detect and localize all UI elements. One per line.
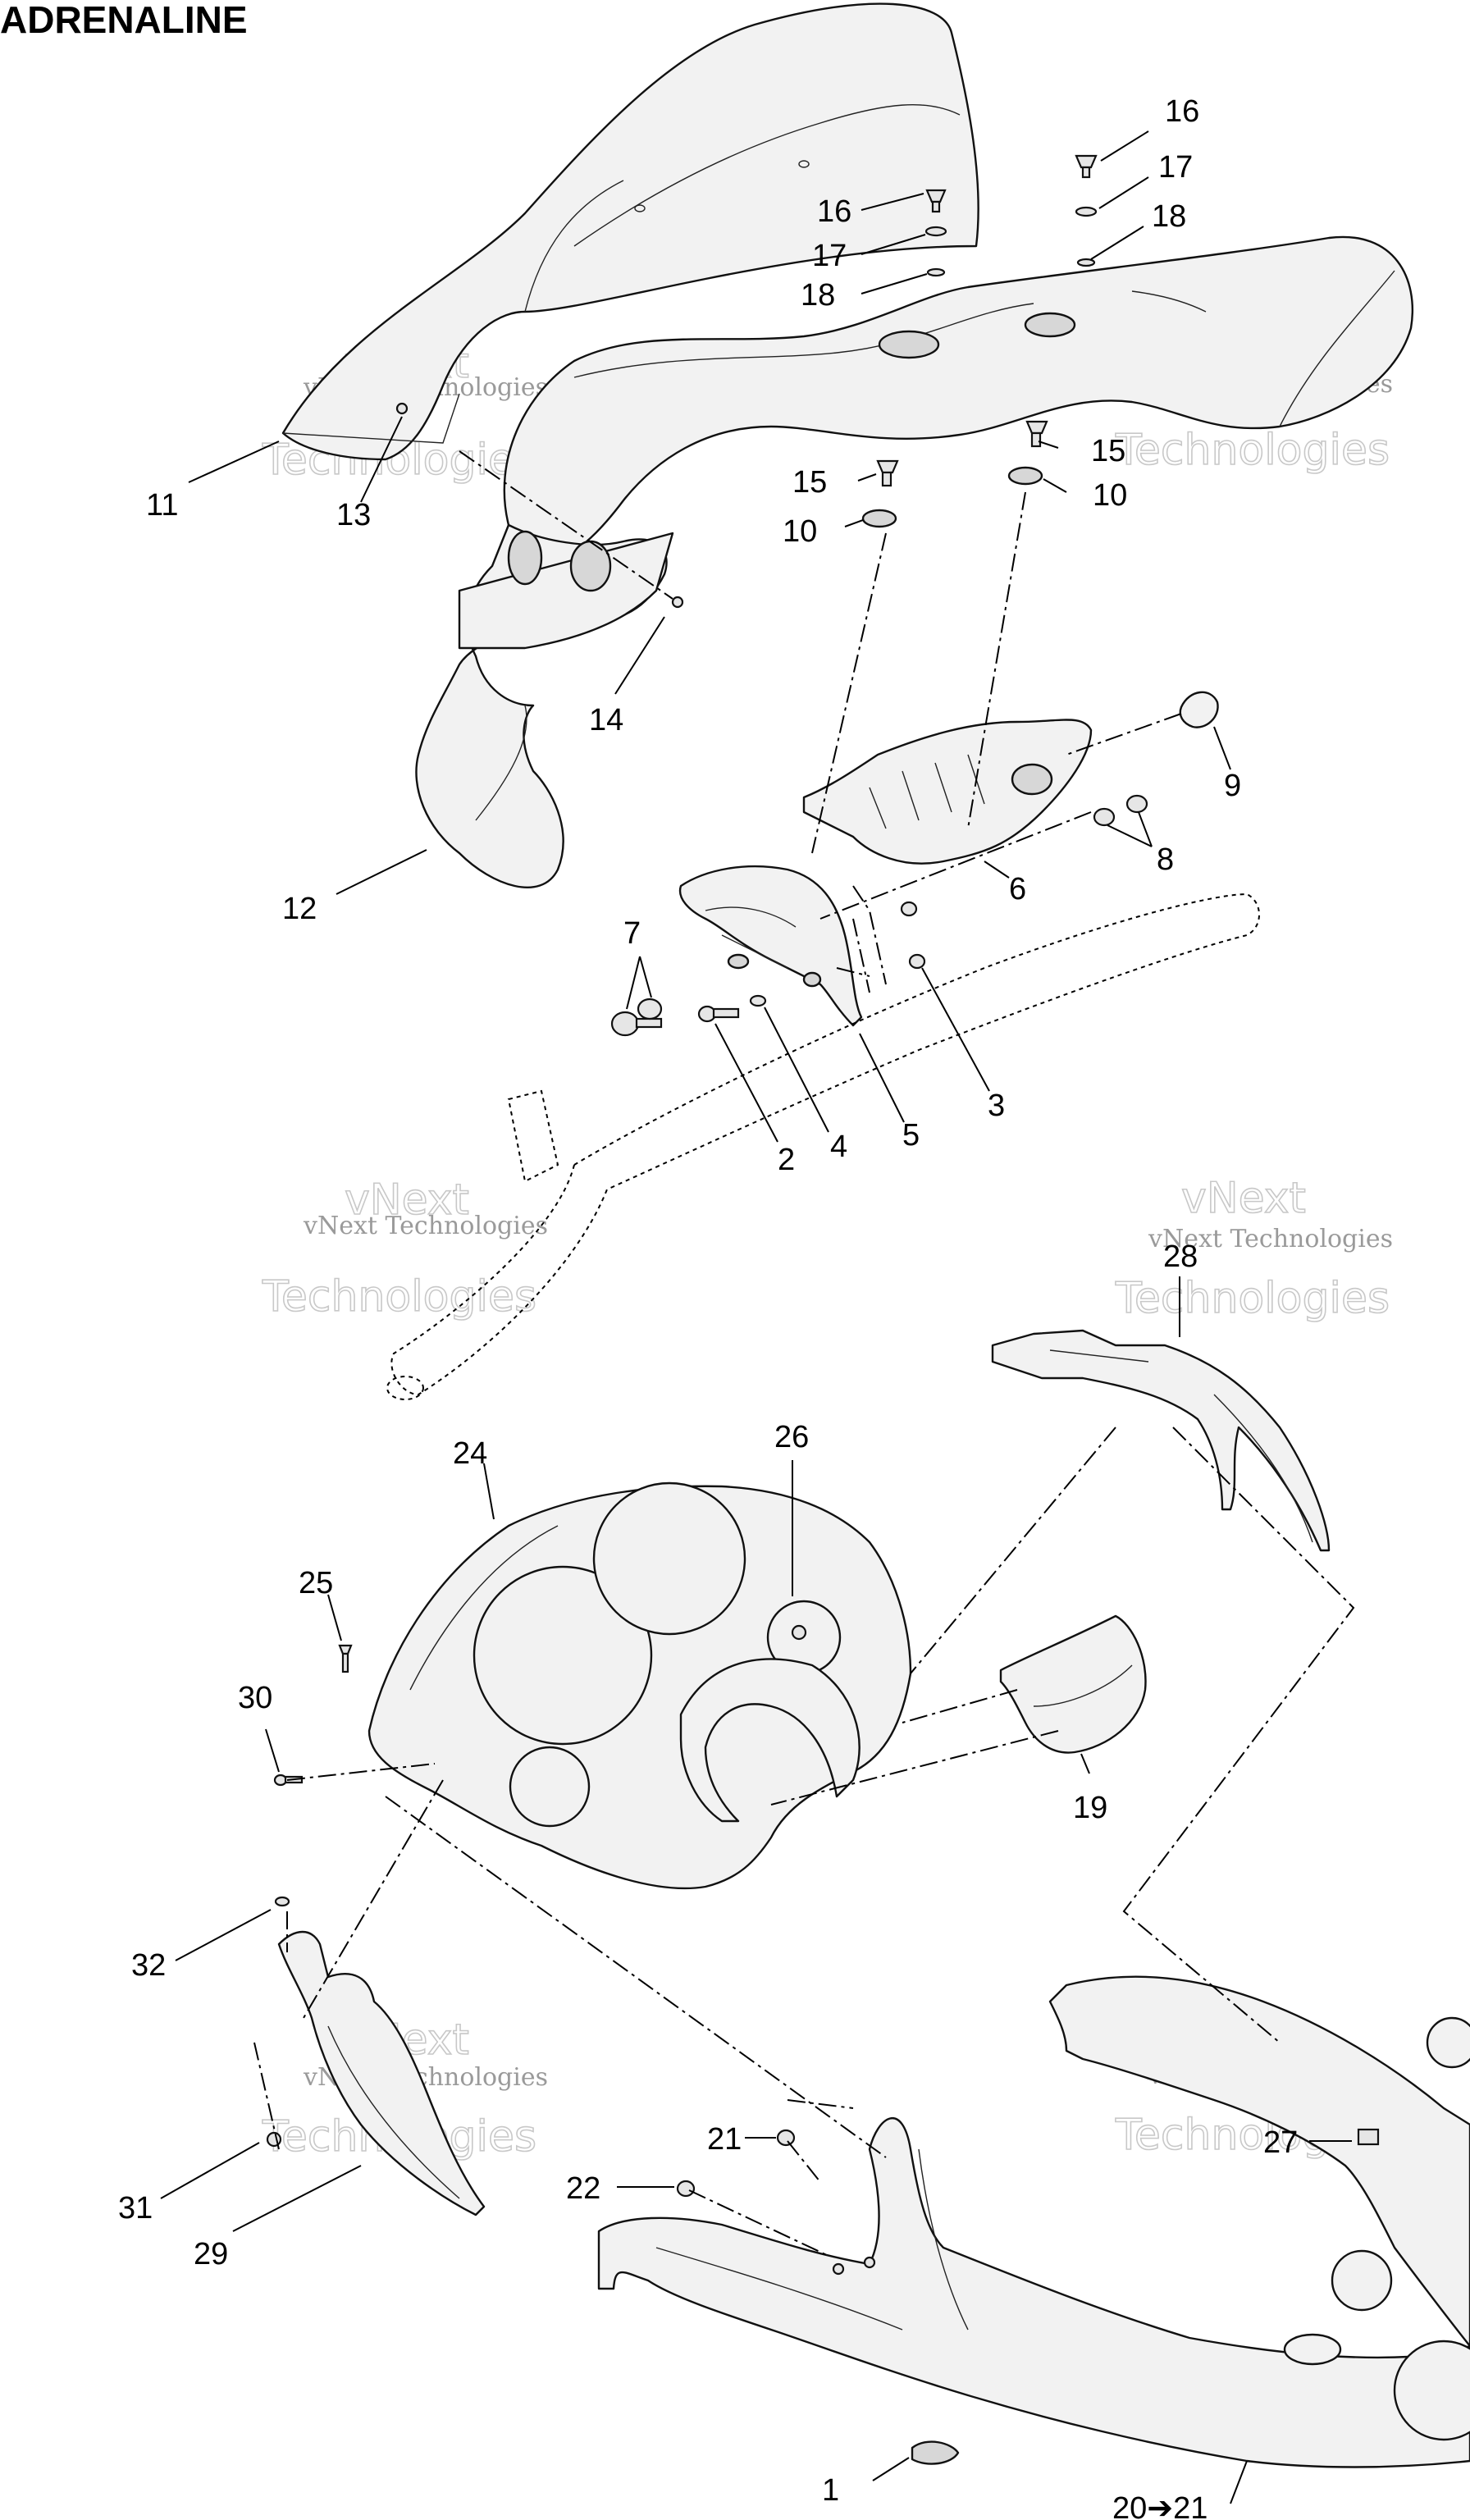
callout-29: 29 — [194, 2237, 228, 2271]
callout-16: 16 — [817, 194, 851, 229]
callout-11: 11 — [146, 488, 178, 523]
svg-text:Technologies: Technologies — [1115, 426, 1390, 475]
callout-32: 32 — [131, 1948, 166, 1983]
callout-3: 3 — [988, 1089, 1005, 1123]
part-19-cover — [999, 1614, 1147, 1754]
callout-24: 24 — [453, 1436, 487, 1471]
part-13-screw — [395, 402, 409, 415]
callout-31: 31 — [118, 2191, 153, 2226]
hardware-stack-right — [1075, 154, 1098, 267]
watermark: vNext vNext Technologies Technologies vN… — [261, 322, 1393, 2162]
callout-17: 17 — [1158, 150, 1193, 185]
callout-12: 12 — [282, 892, 317, 926]
svg-text:vNext Technologies: vNext Technologies — [1148, 1225, 1393, 1253]
svg-text:vNext: vNext — [345, 1176, 469, 1225]
part-handlebar-cover — [503, 235, 1414, 568]
callout-6: 6 — [1009, 872, 1026, 906]
svg-text:vNext: vNext — [1181, 1174, 1306, 1223]
part-12-lower-cover — [415, 523, 674, 888]
assembly-lines — [253, 450, 1355, 2257]
callout-14: 14 — [589, 703, 623, 737]
part-5-cover — [678, 865, 863, 1027]
grommets-and-screws — [861, 420, 1048, 528]
callout-10: 10 — [783, 514, 817, 549]
handlebar-outline — [386, 892, 1260, 1400]
callout-20-21: 20➔21 — [1112, 2491, 1208, 2520]
part-6-bracket — [802, 719, 1093, 865]
callout-26: 26 — [774, 1420, 809, 1454]
callout-7: 7 — [623, 916, 641, 951]
callout-9: 9 — [1224, 769, 1241, 803]
callout-18: 18 — [801, 278, 835, 313]
callouts: 16 17 18 16 17 18 11 13 15 15 10 10 14 9… — [118, 94, 1298, 2520]
part-9-cap — [1179, 691, 1219, 728]
callout-18: 18 — [1152, 199, 1186, 234]
callout-27: 27 — [1263, 2125, 1298, 2160]
callout-25: 25 — [299, 1566, 333, 1600]
part-24-instrument-panel — [368, 1481, 912, 1890]
callout-1: 1 — [822, 2473, 839, 2508]
svg-text:Technologies: Technologies — [1115, 1274, 1390, 1323]
callout-21: 21 — [707, 2122, 742, 2157]
part-21-22-27-1-hardware — [676, 2128, 1380, 2465]
part-11-windshield — [281, 2, 979, 461]
part-31-screw — [266, 2131, 282, 2148]
leader-lines — [160, 130, 1352, 2504]
part-7-2-4-3-hardware — [610, 901, 926, 1037]
part-20-21-console — [597, 1975, 1470, 2468]
callout-15: 15 — [1091, 434, 1125, 468]
part-28-side-cover — [991, 1329, 1331, 1552]
callout-10: 10 — [1093, 478, 1127, 513]
svg-text:Technologies: Technologies — [262, 1272, 536, 1322]
callout-30: 30 — [238, 1681, 272, 1715]
part-29-side-panel — [277, 1930, 486, 2216]
callout-4: 4 — [830, 1130, 847, 1164]
callout-15: 15 — [792, 465, 827, 500]
callout-19: 19 — [1073, 1791, 1107, 1825]
part-32-washer — [274, 1896, 290, 1907]
callout-5: 5 — [902, 1118, 920, 1153]
svg-text:vNext Technologies: vNext Technologies — [303, 1212, 548, 1240]
callout-22: 22 — [566, 2171, 600, 2206]
callout-13: 13 — [336, 498, 371, 532]
callout-28: 28 — [1163, 1239, 1198, 1274]
part-26-screw — [791, 1624, 807, 1641]
part-8-nuts — [1093, 794, 1148, 827]
callout-16: 16 — [1165, 94, 1199, 129]
callout-17: 17 — [812, 239, 847, 273]
part-25-30-screws — [273, 1644, 353, 1787]
page-title: ADRENALINE — [0, 0, 248, 41]
callout-2: 2 — [778, 1143, 795, 1177]
callout-8: 8 — [1157, 842, 1174, 877]
part-14-screw — [671, 596, 684, 609]
hardware-stack-left — [924, 189, 947, 277]
